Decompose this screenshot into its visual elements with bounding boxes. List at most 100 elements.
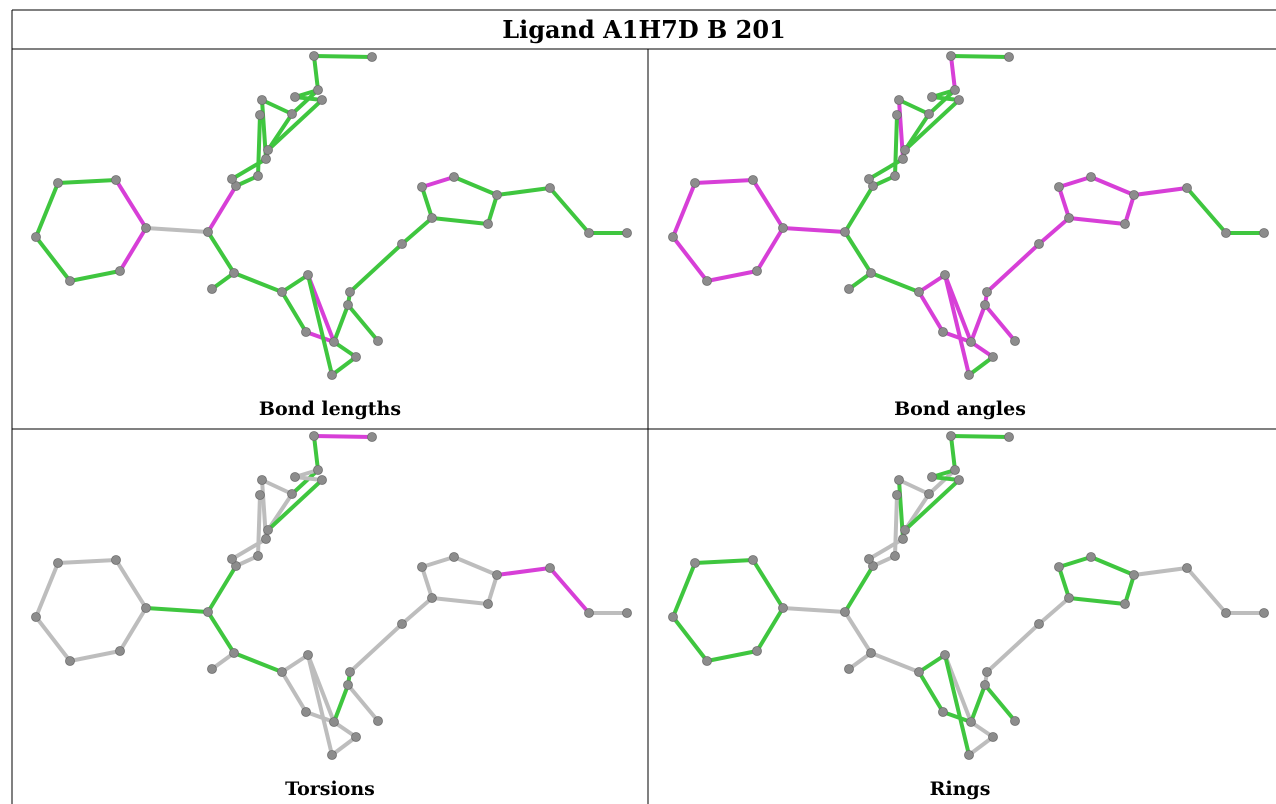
atom — [950, 85, 960, 95]
bond — [260, 478, 294, 496]
panel-label-bond-lengths: Bond lengths — [258, 398, 402, 420]
atom — [277, 287, 287, 297]
atom — [255, 110, 265, 120]
atom — [263, 145, 273, 155]
bond — [118, 606, 148, 653]
bond — [56, 558, 118, 565]
bond — [144, 226, 210, 234]
bond — [671, 561, 697, 619]
bond — [486, 573, 499, 606]
bond — [1089, 175, 1136, 197]
bond — [1123, 573, 1136, 606]
bond — [917, 290, 945, 334]
bond — [68, 269, 122, 283]
bond — [843, 564, 875, 614]
bond — [452, 555, 499, 577]
bond — [705, 649, 759, 663]
atom — [927, 472, 937, 482]
bond — [266, 478, 324, 532]
bond — [114, 558, 148, 610]
bond — [917, 653, 947, 674]
bond — [941, 330, 973, 344]
bond — [330, 355, 358, 377]
bond — [144, 606, 210, 614]
bond — [917, 273, 947, 294]
atom — [892, 110, 902, 120]
atom — [343, 300, 353, 310]
atom — [622, 228, 632, 238]
atom — [864, 174, 874, 184]
atom — [966, 717, 976, 727]
bond — [304, 710, 336, 724]
atom — [351, 352, 361, 362]
atom — [31, 612, 41, 622]
atom — [964, 370, 974, 380]
bond — [941, 710, 973, 724]
atom — [309, 431, 319, 441]
bond — [452, 175, 499, 197]
bond — [755, 226, 785, 273]
atom — [53, 178, 63, 188]
bond — [671, 615, 709, 663]
atom — [866, 648, 876, 658]
atom — [1034, 239, 1044, 249]
bond — [1057, 555, 1093, 569]
bond — [843, 184, 875, 234]
bond — [306, 273, 334, 377]
atom — [397, 239, 407, 249]
bond — [903, 98, 961, 152]
bond — [346, 683, 380, 723]
atom — [141, 223, 151, 233]
bond — [256, 113, 262, 178]
atom — [327, 370, 337, 380]
panel-label-torsions: Torsions — [285, 778, 375, 800]
atom — [954, 475, 964, 485]
atom — [290, 92, 300, 102]
atom — [203, 607, 213, 617]
bond — [869, 271, 921, 294]
atom — [940, 650, 950, 660]
bond — [949, 434, 957, 472]
atom — [545, 183, 555, 193]
atom — [980, 300, 990, 310]
atom — [255, 490, 265, 500]
atom — [257, 95, 267, 105]
atom — [1182, 183, 1192, 193]
atom — [900, 145, 910, 155]
atom — [397, 619, 407, 629]
atom — [417, 182, 427, 192]
bond — [312, 434, 320, 472]
bond — [751, 558, 785, 610]
atom — [946, 51, 956, 61]
bond — [486, 193, 499, 226]
atom — [964, 750, 974, 760]
bond — [330, 735, 358, 757]
bond — [34, 235, 72, 283]
bond — [290, 88, 320, 116]
atom — [840, 227, 850, 237]
atom — [1182, 563, 1192, 573]
atom — [1054, 182, 1064, 192]
atom — [1054, 562, 1064, 572]
bond — [943, 273, 971, 377]
atom — [1010, 716, 1020, 726]
atom — [898, 534, 908, 544]
atom — [492, 190, 502, 200]
bond — [985, 242, 1041, 294]
atom — [290, 472, 300, 482]
bond — [306, 653, 334, 757]
atom — [253, 551, 263, 561]
atom — [988, 352, 998, 362]
atom — [890, 551, 900, 561]
atom — [343, 680, 353, 690]
bond — [430, 596, 490, 606]
bond — [949, 434, 1011, 439]
bond — [897, 478, 931, 496]
atom — [329, 337, 339, 347]
atom — [1259, 608, 1269, 618]
atom — [748, 175, 758, 185]
atom — [946, 431, 956, 441]
panel-bond-lengths — [31, 51, 632, 380]
atom — [748, 555, 758, 565]
atom — [65, 276, 75, 286]
